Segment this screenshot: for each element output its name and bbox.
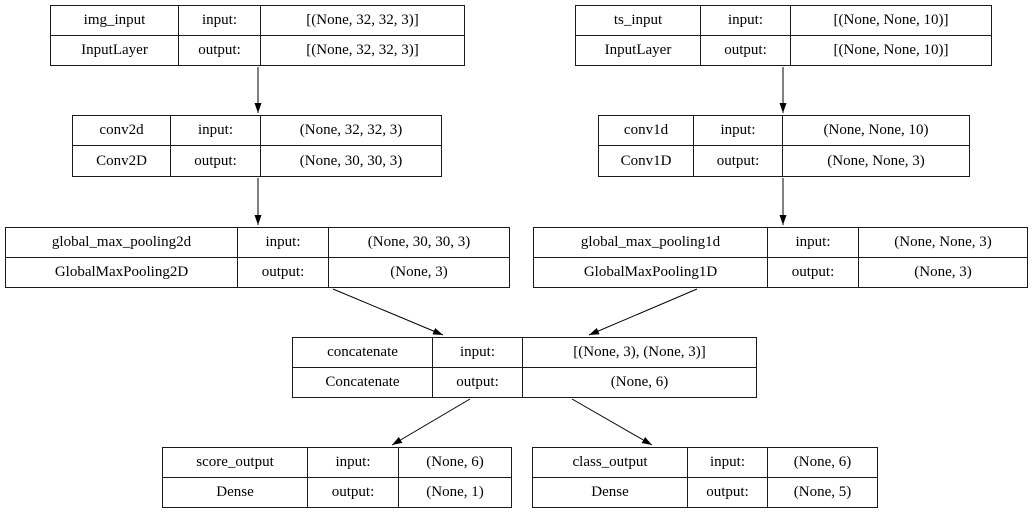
input-label: input: [433,338,523,368]
input-shape: (None, 6) [768,448,877,478]
node-conv2d: conv2d input: (None, 32, 32, 3) Conv2D o… [72,115,442,177]
output-label: output: [179,35,261,65]
node-img-input: img_input input: [(None, 32, 32, 3)] Inp… [50,5,465,66]
node-global-max-pooling2d: global_max_pooling2d input: (None, 30, 3… [5,227,510,288]
input-shape: (None, 30, 30, 3) [329,228,509,258]
input-shape: (None, None, 3) [859,228,1027,258]
layer-type: Conv2D [73,146,171,176]
output-shape: (None, None, 3) [827,152,925,169]
input-shape: [(None, None, 10)] [791,6,991,36]
input-label: input: [688,448,768,478]
input-shape: [(None, 32, 32, 3)] [261,6,464,36]
input-shape: (None, None, 10) [783,116,969,146]
output-label: output: [768,257,859,287]
layer-name: conv2d [73,116,171,146]
layer-type: GlobalMaxPooling2D [6,257,238,287]
edge-concatenate-class_output [571,398,653,446]
node-class-output: class_output input: (None, 6) Dense outp… [532,447,878,508]
layer-type: Dense [533,477,688,507]
input-label: input: [694,116,783,146]
input-shape: [(None, 3), (None, 3)] [523,338,756,368]
input-shape: (None, 6) [399,448,511,478]
node-global-max-pooling1d: global_max_pooling1d input: (None, None,… [533,227,1028,288]
layer-name: img_input [51,6,179,36]
layer-name: concatenate [293,338,433,368]
layer-type: GlobalMaxPooling1D [534,257,768,287]
edge-global_max_pooling2d-concatenate [332,288,444,336]
output-label: output: [238,257,329,287]
output-shape: (None, 5) [793,483,852,500]
layer-type: Concatenate [293,367,433,397]
input-label: input: [238,228,329,258]
layer-type: Dense [163,477,308,507]
layer-name: class_output [533,448,688,478]
output-shape: [(None, 32, 32, 3)] [306,41,419,58]
layer-type: InputLayer [576,35,701,65]
output-label: output: [171,146,261,176]
output-label: output: [308,477,399,507]
layer-name: ts_input [576,6,701,36]
output-shape: (None, 3) [390,263,448,280]
output-shape: (None, 3) [914,263,972,280]
input-label: input: [171,116,261,146]
layer-type: Conv1D [599,146,694,176]
node-score-output: score_output input: (None, 6) Dense outp… [162,447,512,508]
node-conv1d: conv1d input: (None, None, 10) Conv1D ou… [598,115,970,177]
output-shape: (None, 1) [426,483,484,500]
output-label: output: [694,146,783,176]
edge-global_max_pooling1d-concatenate [588,288,698,336]
input-label: input: [768,228,859,258]
node-ts-input: ts_input input: [(None, None, 10)] Input… [575,5,992,66]
input-shape: (None, 32, 32, 3) [261,116,441,146]
edge-concatenate-score_output [391,398,471,446]
output-shape: [(None, None, 10)] [833,41,949,58]
output-label: output: [433,367,523,397]
output-shape: (None, 30, 30, 3) [299,152,403,169]
layer-name: global_max_pooling2d [6,228,238,258]
input-label: input: [701,6,791,36]
output-shape: (None, 6) [610,373,669,390]
layer-name: global_max_pooling1d [534,228,768,258]
layer-name: score_output [163,448,308,478]
node-concatenate: concatenate input: [(None, 3), (None, 3)… [292,337,757,398]
output-label: output: [688,477,768,507]
input-label: input: [308,448,399,478]
layer-type: InputLayer [51,35,179,65]
input-label: input: [179,6,261,36]
output-label: output: [701,35,791,65]
layer-name: conv1d [599,116,694,146]
